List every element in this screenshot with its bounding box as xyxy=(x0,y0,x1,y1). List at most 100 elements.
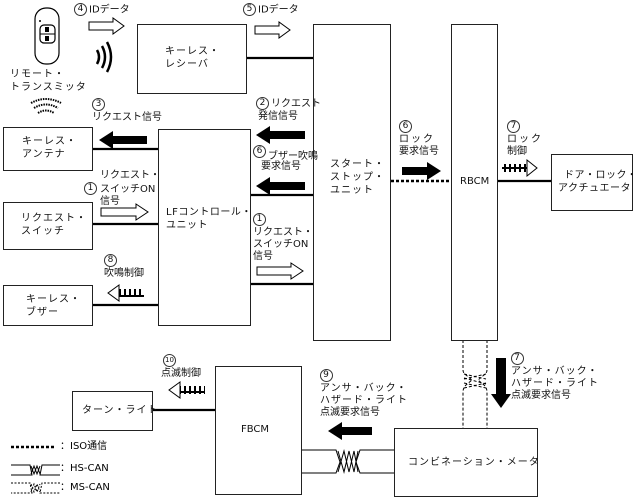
arrow-lock-request-6 xyxy=(402,162,441,180)
hs-can-fbcm-meter xyxy=(301,449,394,474)
door-lock-label-2: アクチュエータ xyxy=(558,183,631,194)
arrow-id-data-4 xyxy=(88,17,125,35)
signal-text: スイッチON xyxy=(100,183,156,195)
signal-text: ブザー吹鳴 xyxy=(268,150,318,162)
keyless-antenna-label-2: アンテナ xyxy=(22,149,66,160)
keyless-receiver-label-1: キーレス・ xyxy=(165,46,220,57)
keyless-buzzer-label-2: ブザー xyxy=(26,307,59,318)
step-number: 10 xyxy=(163,354,176,367)
start-stop-unit-label-2: ストップ・ xyxy=(330,172,385,183)
step-number: 5 xyxy=(243,3,256,16)
step-number: 6 xyxy=(253,145,266,158)
start-stop-unit-box: スタート・ ストップ・ ユニット xyxy=(313,24,391,341)
signal-text: ロック xyxy=(399,133,435,145)
fbcm-box: FBCM xyxy=(215,366,302,495)
step-number: 3 xyxy=(92,98,105,111)
arrow-id-data-5 xyxy=(254,21,291,39)
fbcm-label: FBCM xyxy=(241,424,270,435)
radio-wave-icon xyxy=(95,41,113,73)
signal-text: リクエスト・ xyxy=(253,226,313,238)
request-switch-box: リクエスト・ スイッチ xyxy=(3,202,93,250)
lf-control-unit-label-2: ユニット xyxy=(166,220,208,231)
signal-10-label: 10 点滅制御 xyxy=(161,354,201,380)
remote-label-2: トランスミッタ xyxy=(10,82,87,93)
door-lock-label-1: ドア・ロック・ xyxy=(564,170,635,181)
turn-light-box: ターン・ライト xyxy=(72,391,158,431)
ms-can-rbcm-meter xyxy=(462,340,488,428)
signal-text: 制御 xyxy=(507,145,527,157)
signal-text: ハザード・ライト xyxy=(511,377,599,389)
step-number: 1 xyxy=(253,213,266,226)
lf-control-unit-box: LFコントロール・ ユニット xyxy=(158,129,251,326)
start-stop-unit-label-3: ユニット xyxy=(330,185,374,196)
arrow-buzzer-request-6 xyxy=(256,177,305,195)
legend-hs-can-sample xyxy=(11,464,60,476)
signal-text: リクエスト信号 xyxy=(92,111,162,123)
signal-text: 要求信号 xyxy=(261,160,301,172)
step-number: 1 xyxy=(84,182,97,195)
signal-text: IDデータ xyxy=(89,4,130,16)
remote-transmitter-icon xyxy=(34,7,60,65)
keyless-buzzer-box: キーレス・ ブザー xyxy=(3,285,93,326)
arrow-blink-control-10 xyxy=(168,381,205,399)
signal-text: ハザード・ライト xyxy=(320,394,408,406)
step-number: 8 xyxy=(104,254,117,267)
signal-text: 点滅要求信号 xyxy=(511,389,571,401)
combination-meter-label: コンビネーション・メータ xyxy=(408,457,540,468)
step-number: 7 xyxy=(511,352,524,365)
legend-ms-can-label: ：MS-CAN xyxy=(60,482,110,493)
arrow-request-signal-3 xyxy=(99,131,147,149)
keyless-receiver-box: キーレス・ レシーバ xyxy=(137,24,247,94)
remote-transmitter-label: リモート・ トランスミッタ xyxy=(10,68,87,94)
signal-1b-label: 1 リクエスト・ スイッチON 信号 xyxy=(253,213,313,263)
step-number: 6 xyxy=(399,120,412,133)
keyless-antenna-label-1: キーレス・ xyxy=(22,136,77,147)
signal-text: アンサ・バック・ xyxy=(511,365,599,377)
lf-wave-icon xyxy=(30,98,62,114)
start-stop-unit-label-1: スタート・ xyxy=(330,159,385,170)
signal-text: 信号 xyxy=(253,250,273,262)
legend-iso-label: ：ISO通信 xyxy=(60,441,108,452)
signal-7-hazard-label: 7 アンサ・バック・ ハザード・ライト 点滅要求信号 xyxy=(511,352,599,402)
arrow-lock-control-7 xyxy=(502,158,538,178)
keyless-antenna-box: キーレス・ アンテナ xyxy=(3,127,93,171)
signal-text: 点滅制御 xyxy=(161,367,201,379)
keyless-receiver-label-2: レシーバ xyxy=(165,59,209,70)
arrow-answer-back-7 xyxy=(491,358,511,408)
door-lock-actuator-box: ドア・ロック・ アクチュエータ xyxy=(551,154,635,211)
signal-text: 点滅要求信号 xyxy=(320,406,380,418)
arrow-buzzer-control-8 xyxy=(107,284,144,302)
step-number: 9 xyxy=(320,369,333,382)
request-switch-label-1: リクエスト・ xyxy=(21,213,87,224)
rbcm-label: RBCM xyxy=(460,176,490,187)
signal-text: IDデータ xyxy=(258,4,299,16)
signal-text: スイッチON xyxy=(253,238,309,250)
step-number: 2 xyxy=(256,97,269,110)
signal-text: 発信信号 xyxy=(258,110,298,122)
signal-7-lock-label: 7 ロック 制御 xyxy=(507,120,543,158)
arrow-request-switch-on-1a xyxy=(100,203,149,221)
signal-text: リクエスト・ xyxy=(100,170,160,181)
request-switch-label-2: スイッチ xyxy=(21,226,65,237)
step-number: 4 xyxy=(74,3,87,16)
keyless-buzzer-label-1: キーレス・ xyxy=(26,294,81,305)
combination-meter-box: コンビネーション・メータ xyxy=(394,428,540,497)
step-number: 7 xyxy=(507,120,520,133)
signal-8-label: 8 吹鳴制御 xyxy=(104,254,144,280)
legend-hs-can-label: ：HS-CAN xyxy=(60,463,109,474)
signal-text: リクエスト xyxy=(271,98,321,110)
signal-text: ロック xyxy=(507,133,543,145)
signal-text: アンサ・バック・ xyxy=(320,382,408,394)
lf-control-unit-label-1: LFコントロール・ xyxy=(166,207,252,218)
signal-text: 吹鳴制御 xyxy=(104,267,144,279)
rbcm-box: RBCM xyxy=(451,24,498,341)
signal-6-lock-label: 6 ロック 要求信号 xyxy=(399,120,439,158)
turn-light-label: ターン・ライト xyxy=(82,405,159,416)
arrow-request-switch-on-1b xyxy=(256,262,304,280)
signal-3-label: 3 リクエスト信号 xyxy=(92,98,162,124)
